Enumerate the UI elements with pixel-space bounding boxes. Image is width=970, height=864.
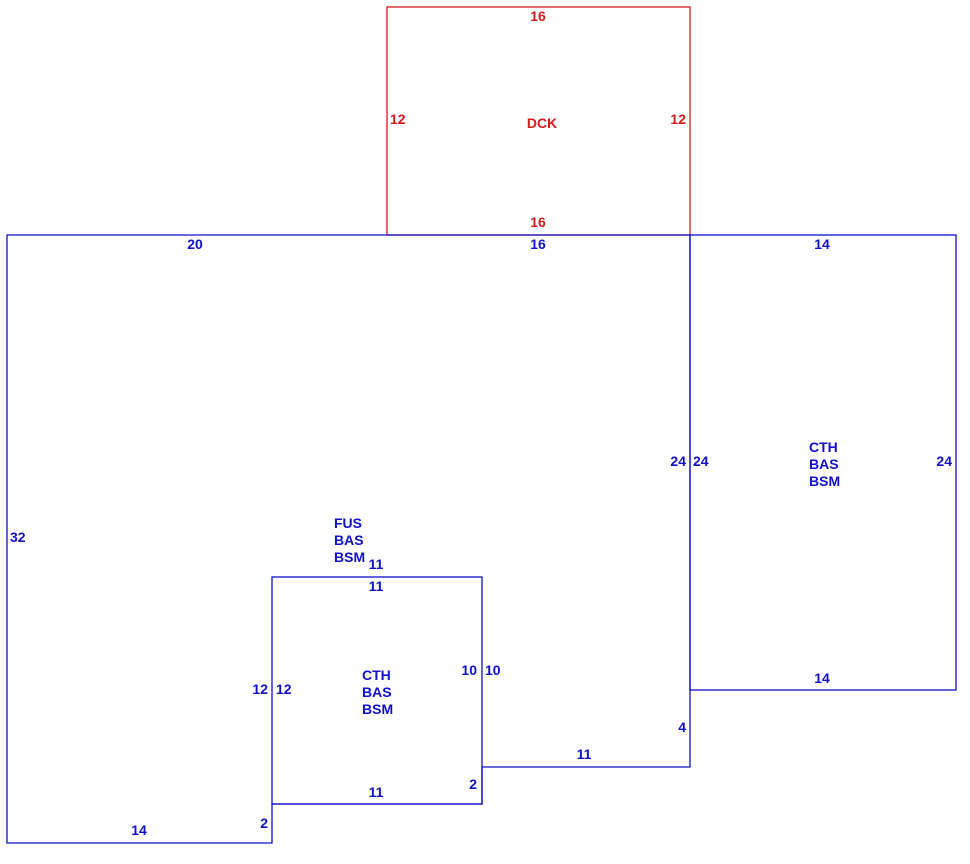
- main-dim-top-left: 20: [187, 236, 203, 252]
- wing-dim-bottom: 14: [814, 670, 830, 686]
- deck-dim-top: 16: [530, 8, 546, 24]
- cutout-dim-top: 11: [369, 578, 384, 594]
- wing-code-3: BSM: [809, 473, 840, 489]
- main-dim-notch-top: 11: [369, 556, 384, 572]
- cutout-outline: [271, 576, 483, 805]
- main-code-3: BSM: [334, 549, 365, 565]
- wing-code-1: CTH: [809, 439, 838, 455]
- wing-dim-right: 24: [936, 453, 952, 469]
- wing-dim-top: 14: [814, 236, 830, 252]
- cutout-code-2: BAS: [362, 684, 392, 700]
- cutout-dim-left: 12: [276, 681, 292, 697]
- main-code-1: FUS: [334, 515, 362, 531]
- wing-dim-left: 24: [693, 453, 709, 469]
- main-dim-right-lower: 4: [678, 719, 686, 735]
- cutout-dim-right: 10: [461, 662, 477, 678]
- main-dim-bottom-small: 2: [260, 815, 268, 831]
- deck-dim-right: 12: [670, 111, 686, 127]
- cutout-dim-right-bottom: 2: [469, 776, 477, 792]
- main-dim-right: 24: [670, 453, 686, 469]
- main-dim-bottom-left: 14: [131, 822, 147, 838]
- main-dim-notch-left: 12: [252, 681, 268, 697]
- cutout-code-1: CTH: [362, 667, 391, 683]
- cutout-code-3: BSM: [362, 701, 393, 717]
- deck-code: DCK: [527, 115, 557, 131]
- deck-dim-left: 12: [390, 111, 406, 127]
- main-code-2: BAS: [334, 532, 364, 548]
- cutout-dim-bottom: 11: [369, 784, 384, 800]
- main-dim-top-right: 16: [530, 236, 546, 252]
- right-wing-outline: [689, 234, 957, 691]
- main-dim-step-bottom: 11: [577, 746, 592, 762]
- main-dim-notch-right: 10: [485, 662, 501, 678]
- main-dim-left: 32: [10, 529, 26, 545]
- wing-code-2: BAS: [809, 456, 839, 472]
- deck-dim-bottom: 16: [530, 214, 546, 230]
